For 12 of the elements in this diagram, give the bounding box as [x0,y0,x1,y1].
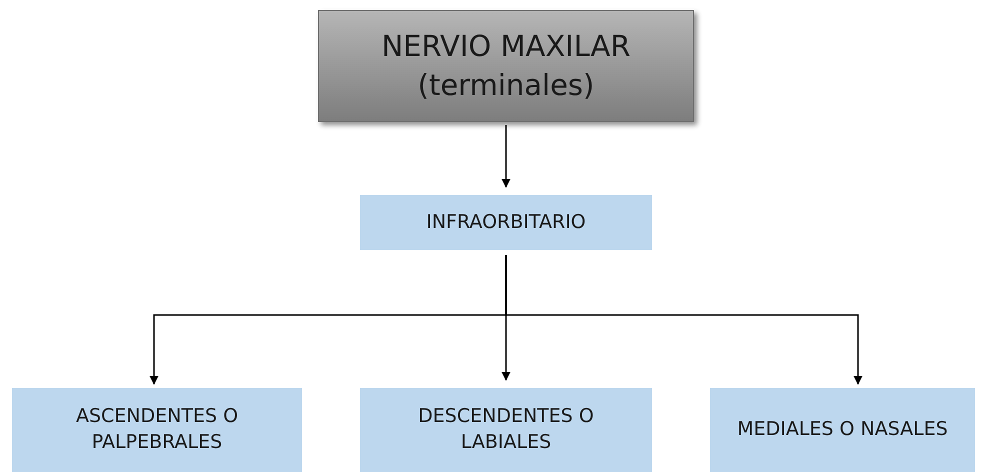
branch-box [360,388,652,472]
branch-box [710,388,975,472]
title-box [318,10,694,122]
box-label: DESCENDENTES O LABIALES [417,404,595,455]
arrow [502,125,510,188]
box-label: INFRAORBITARIO [426,210,586,235]
branch-box [360,195,652,250]
box-label: MEDIALES O NASALES [737,417,948,442]
arrow [505,255,862,385]
branch-box [12,388,302,472]
box-label: ASCENDENTES O PALPEBRALES [74,404,240,455]
box-label: NERVIO MAXILAR (terminales) [380,28,632,104]
